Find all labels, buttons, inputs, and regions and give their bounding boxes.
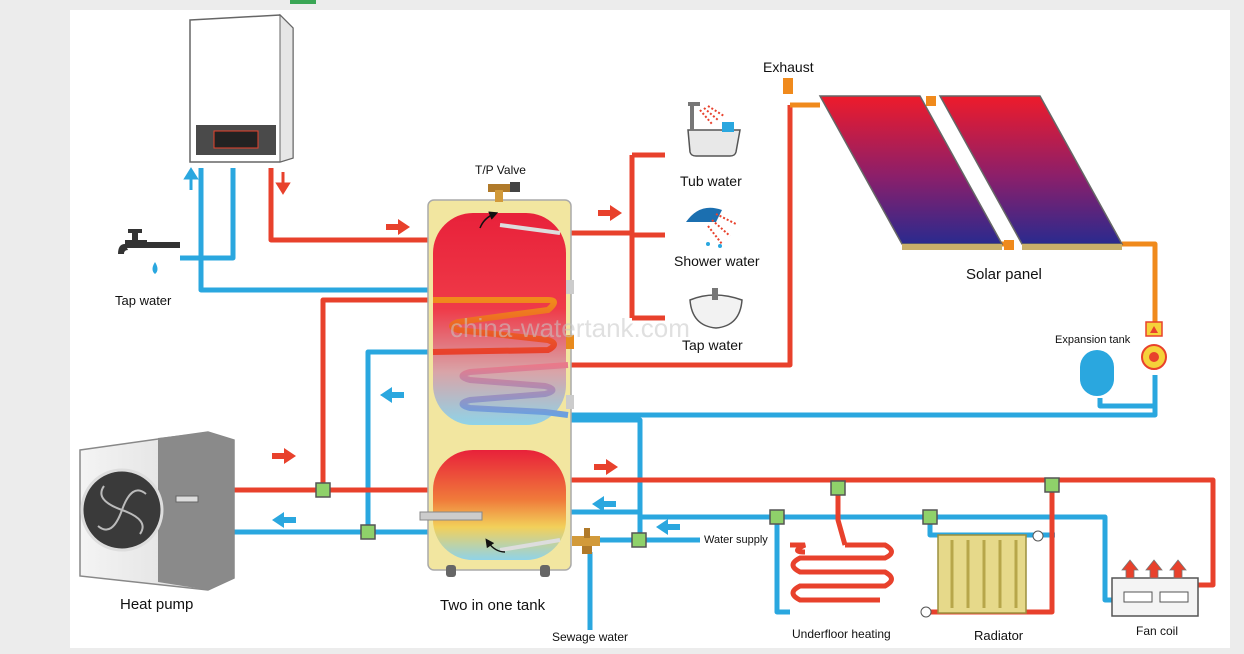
tap-water-left-label: Tap water xyxy=(115,293,172,308)
tank-flow-arrow-upper-icon xyxy=(479,211,499,229)
exhaust-label: Exhaust xyxy=(763,59,814,75)
fan-coil-label: Fan coil xyxy=(1136,624,1178,638)
boiler-display-screen xyxy=(213,130,259,149)
exhaust-valve xyxy=(783,78,793,94)
fan-coil-heat-arrows-icon xyxy=(1121,559,1187,579)
sewage-water-label: Sewage water xyxy=(552,630,628,644)
boiler-down-arrow-icon xyxy=(275,172,291,195)
hot-flow-arrows xyxy=(272,205,622,475)
water-supply-label: Water supply xyxy=(704,534,768,546)
pipe-valves xyxy=(315,477,1060,548)
valve-underfloor-return xyxy=(769,509,785,525)
arrow-heating-return-icon xyxy=(592,496,616,512)
solar-pump-station xyxy=(1141,321,1167,370)
tank-flow-arrow-lower-icon xyxy=(485,538,506,553)
valve-underfloor-supply xyxy=(830,480,846,496)
watermark: china-watertank.com xyxy=(450,313,690,343)
green-tab xyxy=(290,0,316,4)
solar-panel-label: Solar panel xyxy=(966,266,1042,283)
hot-water-pipes xyxy=(232,105,1216,615)
tp-valve xyxy=(488,182,520,202)
expansion-tank-label: Expansion tank xyxy=(1055,334,1131,346)
wash-basin-icon xyxy=(689,288,743,329)
wall-boiler xyxy=(189,13,294,163)
shower-water-label: Shower water xyxy=(674,253,760,269)
fan-icon xyxy=(97,485,147,535)
arrow-coil-return-icon xyxy=(380,387,404,403)
underfloor-heating-coil xyxy=(790,542,894,603)
radiator-unit xyxy=(920,530,1044,618)
valve-fan-coil-supply xyxy=(1044,477,1060,493)
drain-valve xyxy=(572,528,600,554)
solar-panel-array xyxy=(818,95,1124,250)
tp-valve-label: T/P Valve xyxy=(475,163,526,177)
expansion-tank xyxy=(1080,350,1114,396)
heat-pump-unit xyxy=(79,431,235,591)
valve-heat-pump-return xyxy=(360,524,376,540)
bathtub-icon xyxy=(687,102,741,157)
arrow-heat-pump-feed-icon xyxy=(272,448,296,464)
fan-coil-unit xyxy=(1111,559,1199,617)
radiator-label: Radiator xyxy=(974,628,1024,643)
arrow-water-supply-icon xyxy=(656,519,680,535)
solar-pipe-joint-lower xyxy=(1004,240,1014,250)
arrow-into-tank-icon xyxy=(386,219,410,235)
valve-heat-pump-feed xyxy=(315,482,331,498)
shower-head-icon xyxy=(686,207,737,248)
two-in-one-tank xyxy=(419,199,574,577)
solar-pipe-joint xyxy=(926,96,936,106)
arrow-heating-supply-icon xyxy=(594,459,618,475)
cold-flow-arrows xyxy=(272,387,680,535)
heat-pump-label: Heat pump xyxy=(120,596,193,613)
boiler-up-arrow-icon xyxy=(183,167,199,190)
underfloor-heating-label: Underfloor heating xyxy=(792,627,891,641)
faucet-icon xyxy=(118,229,180,274)
tap-water-right-label: Tap water xyxy=(682,337,743,353)
two-in-one-tank-label: Two in one tank xyxy=(440,597,546,614)
tank-lower-chamber xyxy=(433,450,566,560)
tub-water-label: Tub water xyxy=(680,173,742,189)
valve-radiator-return xyxy=(922,509,938,525)
arrow-heat-pump-return-icon xyxy=(272,512,296,528)
arrow-to-taps-icon xyxy=(598,205,622,221)
valve-water-supply xyxy=(631,532,647,548)
